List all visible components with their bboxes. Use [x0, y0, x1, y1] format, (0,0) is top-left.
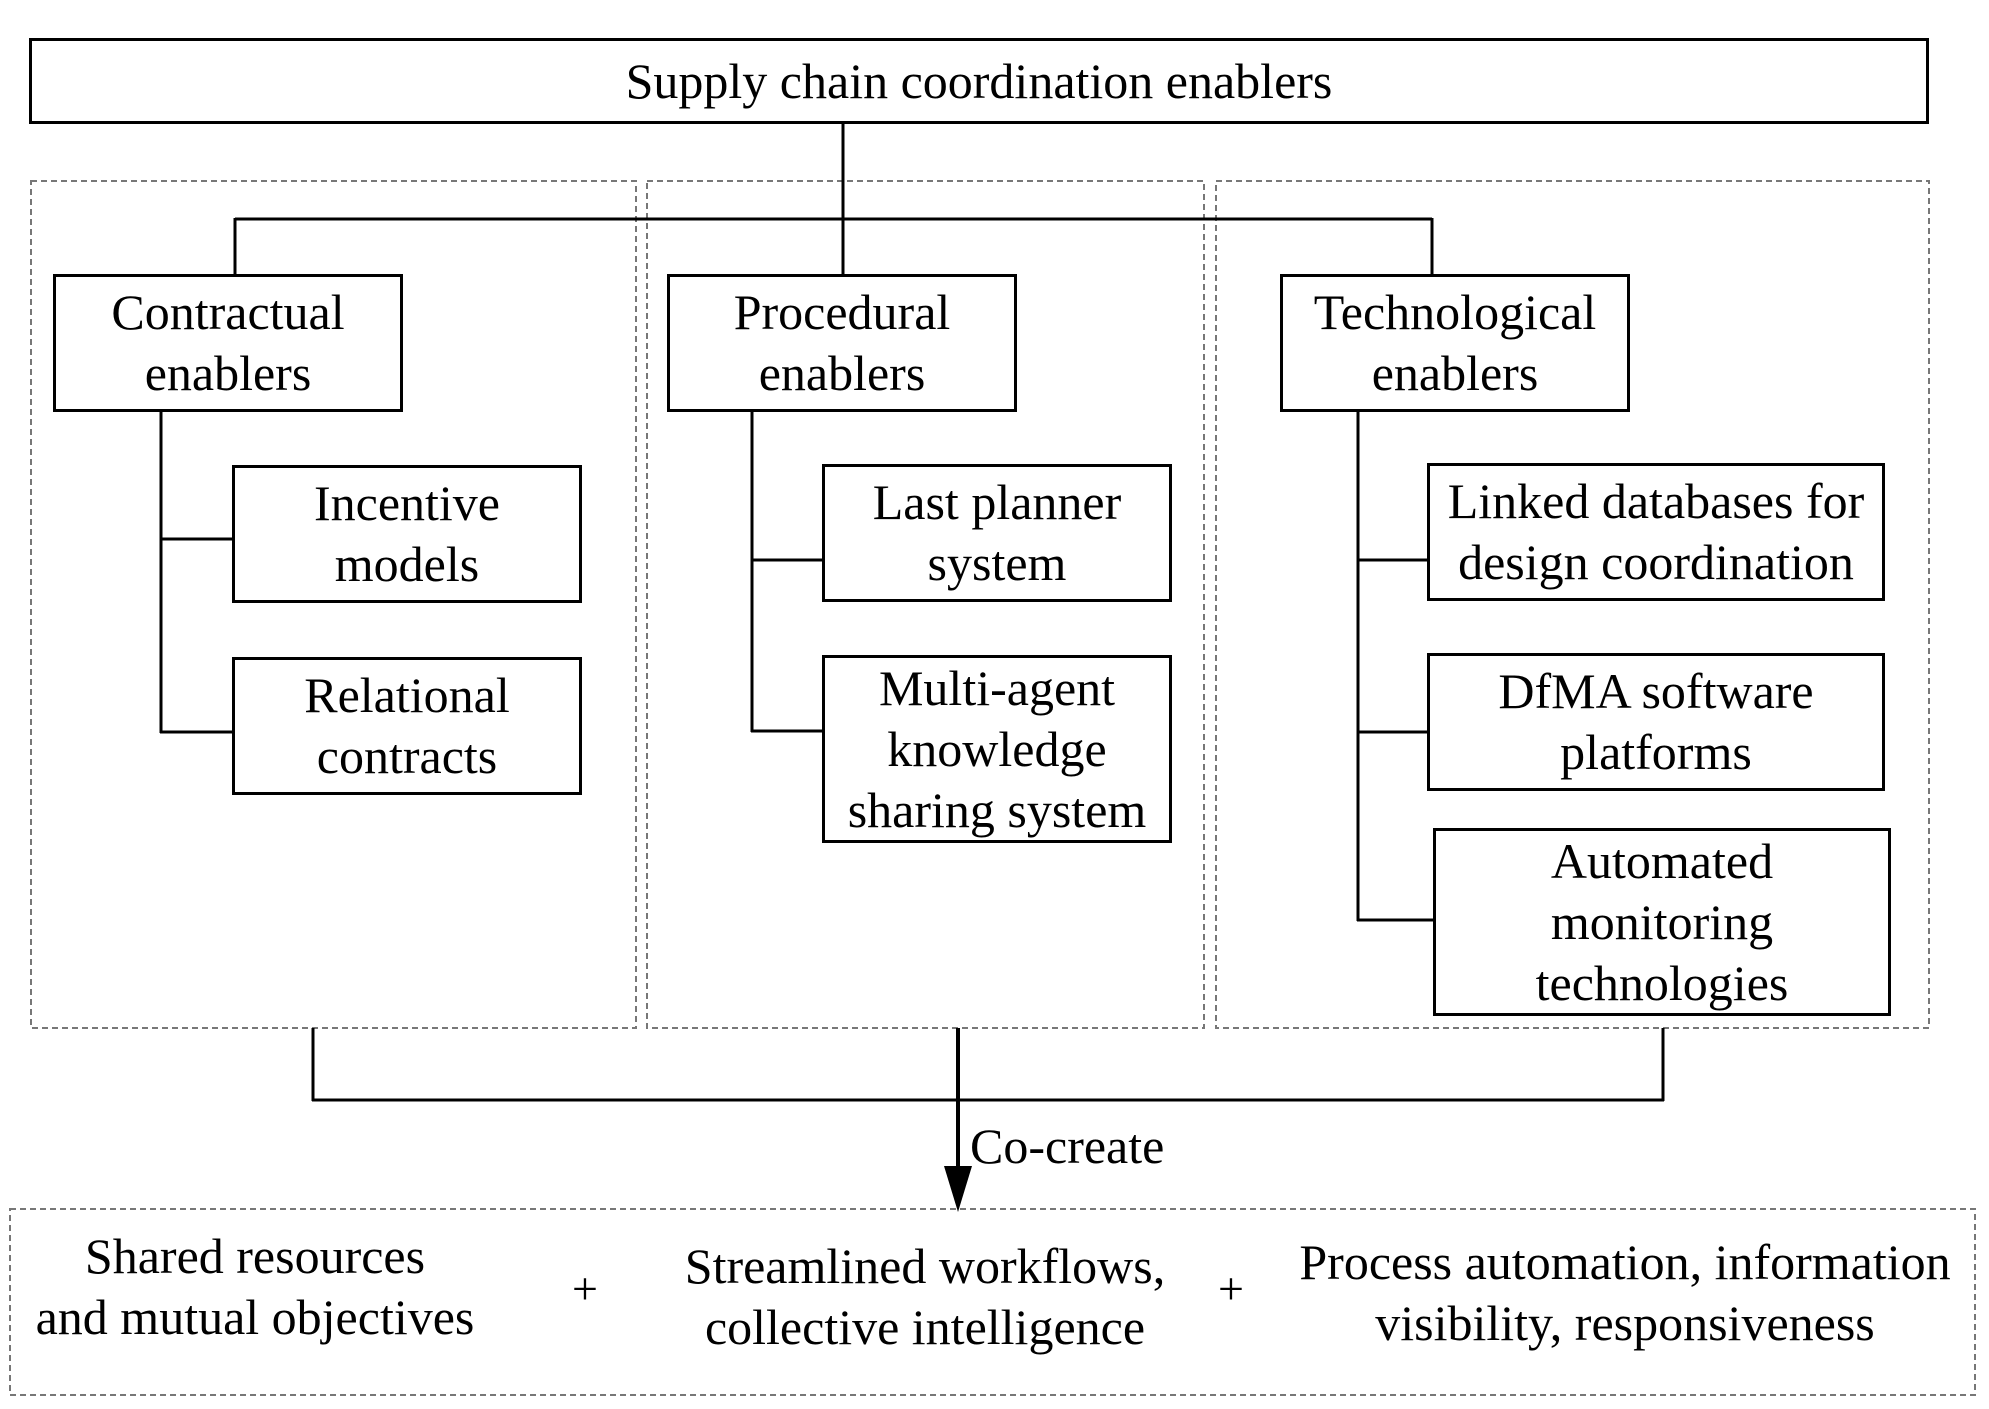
outcome-process-automation: Process automation, information visibili…: [1299, 1234, 1951, 1351]
multi-agent-knowledge-sharing-box: Multi-agent knowledge sharing system: [822, 655, 1172, 843]
procedural-enablers-box: Procedural enablers: [667, 274, 1017, 412]
linked-databases-box: Linked databases for design coordination: [1427, 463, 1885, 601]
procedural-group-frame: [646, 180, 1205, 1029]
contractual-group-frame: [30, 180, 637, 1029]
contractual-enablers-box: Contractual enablers: [53, 274, 403, 412]
outcome-shared-resources: Shared resources and mutual objectives: [35, 1228, 475, 1345]
dfma-software-platforms-box: DfMA software platforms: [1427, 653, 1885, 791]
co-create-arrowhead: [944, 1166, 972, 1212]
plus-sign-1: +: [572, 1263, 598, 1314]
plus-sign-2: +: [1218, 1263, 1244, 1314]
last-planner-system-box: Last planner system: [822, 464, 1172, 602]
incentive-models-box: Incentive models: [232, 465, 582, 603]
outcome-streamlined-workflows: Streamlined workflows, collective intell…: [684, 1238, 1166, 1355]
title-box: Supply chain coordination enablers: [29, 38, 1929, 124]
automated-monitoring-box: Automated monitoring technologies: [1433, 828, 1891, 1016]
technological-enablers-box: Technological enablers: [1280, 274, 1630, 412]
relational-contracts-box: Relational contracts: [232, 657, 582, 795]
co-create-label: Co-create: [970, 1118, 1165, 1174]
outcomes-frame: [9, 1208, 1976, 1396]
